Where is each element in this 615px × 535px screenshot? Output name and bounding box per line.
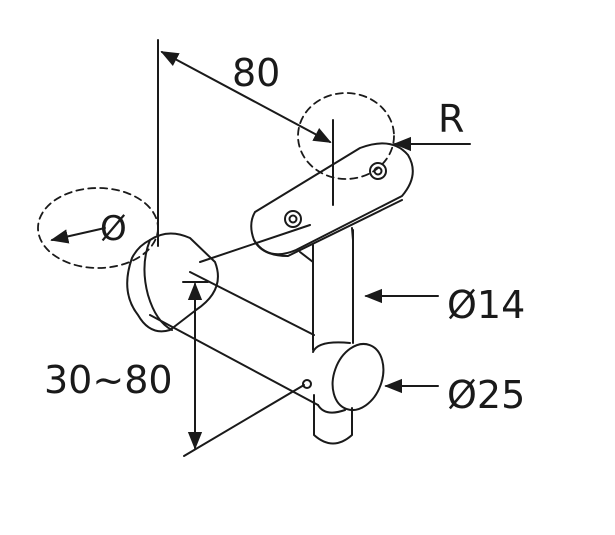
handrail-diameter-label: Ø <box>100 209 127 249</box>
barrel-diameter-label: Ø25 <box>447 373 525 417</box>
arm-length-dimension-line <box>160 51 332 143</box>
saddle-neck <box>299 227 354 263</box>
handrail-cap <box>126 232 219 333</box>
saddle-hole-left <box>284 210 302 228</box>
offset-extension-bottom <box>183 384 305 457</box>
vertical-post <box>312 229 354 351</box>
barrel-end <box>331 343 385 411</box>
radius-detail-circle <box>297 92 395 180</box>
saddle-plate-thickness <box>253 199 403 257</box>
radius-label: R <box>438 97 464 141</box>
saddle-hole-right <box>369 162 387 180</box>
handrail-diameter-leader <box>50 227 106 244</box>
set-screw-hole <box>302 379 312 389</box>
handrail-detail-circle <box>37 187 159 269</box>
wall-offset-label: 30~80 <box>44 358 173 402</box>
post-stub-bottom <box>313 394 353 445</box>
post-diameter-label: Ø14 <box>447 283 525 327</box>
handrail-cap-rim <box>143 239 173 331</box>
barrel-body <box>312 341 351 414</box>
saddle-hole-left-inner <box>288 214 298 224</box>
saddle-hole-right-inner <box>373 166 383 176</box>
arm-length-label: 80 <box>232 51 280 95</box>
